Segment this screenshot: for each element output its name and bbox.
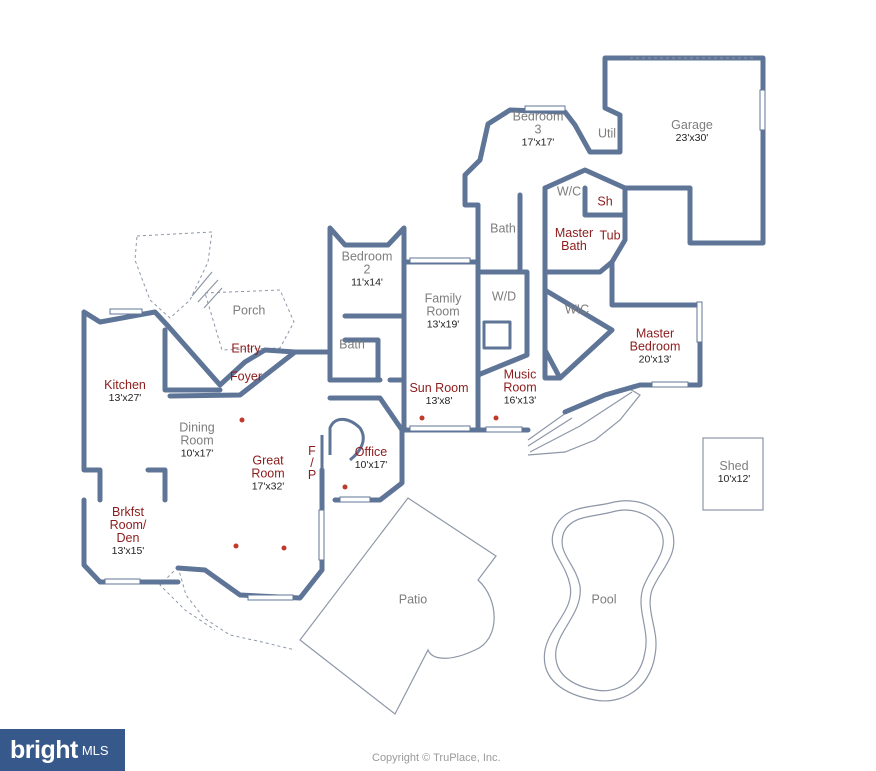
porch-steps <box>191 271 223 309</box>
logo-brand: bright <box>10 735 78 764</box>
porch-outline <box>204 289 295 351</box>
room-wic: WIC <box>564 302 590 317</box>
room-patio: Patio <box>398 592 428 607</box>
pool-outline-inner <box>555 509 664 692</box>
window <box>339 496 371 503</box>
bath-wd-walls <box>475 185 563 433</box>
room-fp: F / P <box>307 444 317 482</box>
room-wc: W/C <box>556 184 582 199</box>
office-curve-wall <box>328 417 365 462</box>
window <box>651 381 689 388</box>
room-foyer: Foyer <box>230 369 262 384</box>
office-walls <box>319 395 405 508</box>
window <box>485 426 523 433</box>
copyright-text: Copyright © TruPlace, Inc. <box>372 752 501 764</box>
room-bath-upper: Bath <box>490 221 516 236</box>
light-dot <box>419 415 425 421</box>
room-bath-lower: Bath <box>339 337 365 352</box>
master-bath-walls <box>542 167 628 275</box>
window <box>409 425 471 432</box>
room-entry: Entry <box>231 341 261 356</box>
room-porch: Porch <box>232 303 266 318</box>
window <box>318 509 325 561</box>
patio-outline <box>299 497 497 715</box>
room-wd: W/D <box>491 289 517 304</box>
window <box>409 257 471 264</box>
master-bedroom-walls <box>542 259 703 415</box>
shed-outline <box>702 437 764 511</box>
room-util: Util <box>597 126 617 141</box>
kitchen-walls <box>81 309 181 585</box>
light-dot <box>281 545 287 551</box>
logo-suffix: MLS <box>81 742 109 758</box>
fireplace <box>482 320 512 350</box>
bedroom2-walls <box>327 225 407 383</box>
foyer-walls <box>165 323 333 399</box>
light-dot <box>493 415 499 421</box>
great-room-walls <box>175 502 325 601</box>
light-dot <box>342 484 348 490</box>
kitchen-inner-wall <box>145 327 223 503</box>
window <box>759 89 766 131</box>
window <box>247 594 294 601</box>
bright-mls-logo: bright MLS <box>0 729 125 771</box>
bedroom3-walls <box>462 55 766 246</box>
window <box>696 301 703 343</box>
room-master-bath: Master Bath <box>554 226 594 253</box>
light-dot <box>233 543 239 549</box>
window <box>524 105 566 112</box>
walkway-outline <box>159 566 296 651</box>
room-tub: Tub <box>599 228 621 243</box>
light-dot <box>239 417 245 423</box>
window <box>109 308 143 315</box>
room-pool: Pool <box>591 592 617 607</box>
porch-steps-outline <box>134 231 213 319</box>
window <box>104 578 141 585</box>
pool-outline-outer <box>543 500 675 702</box>
room-sh: Sh <box>597 194 613 209</box>
deck-stairs <box>527 387 641 456</box>
